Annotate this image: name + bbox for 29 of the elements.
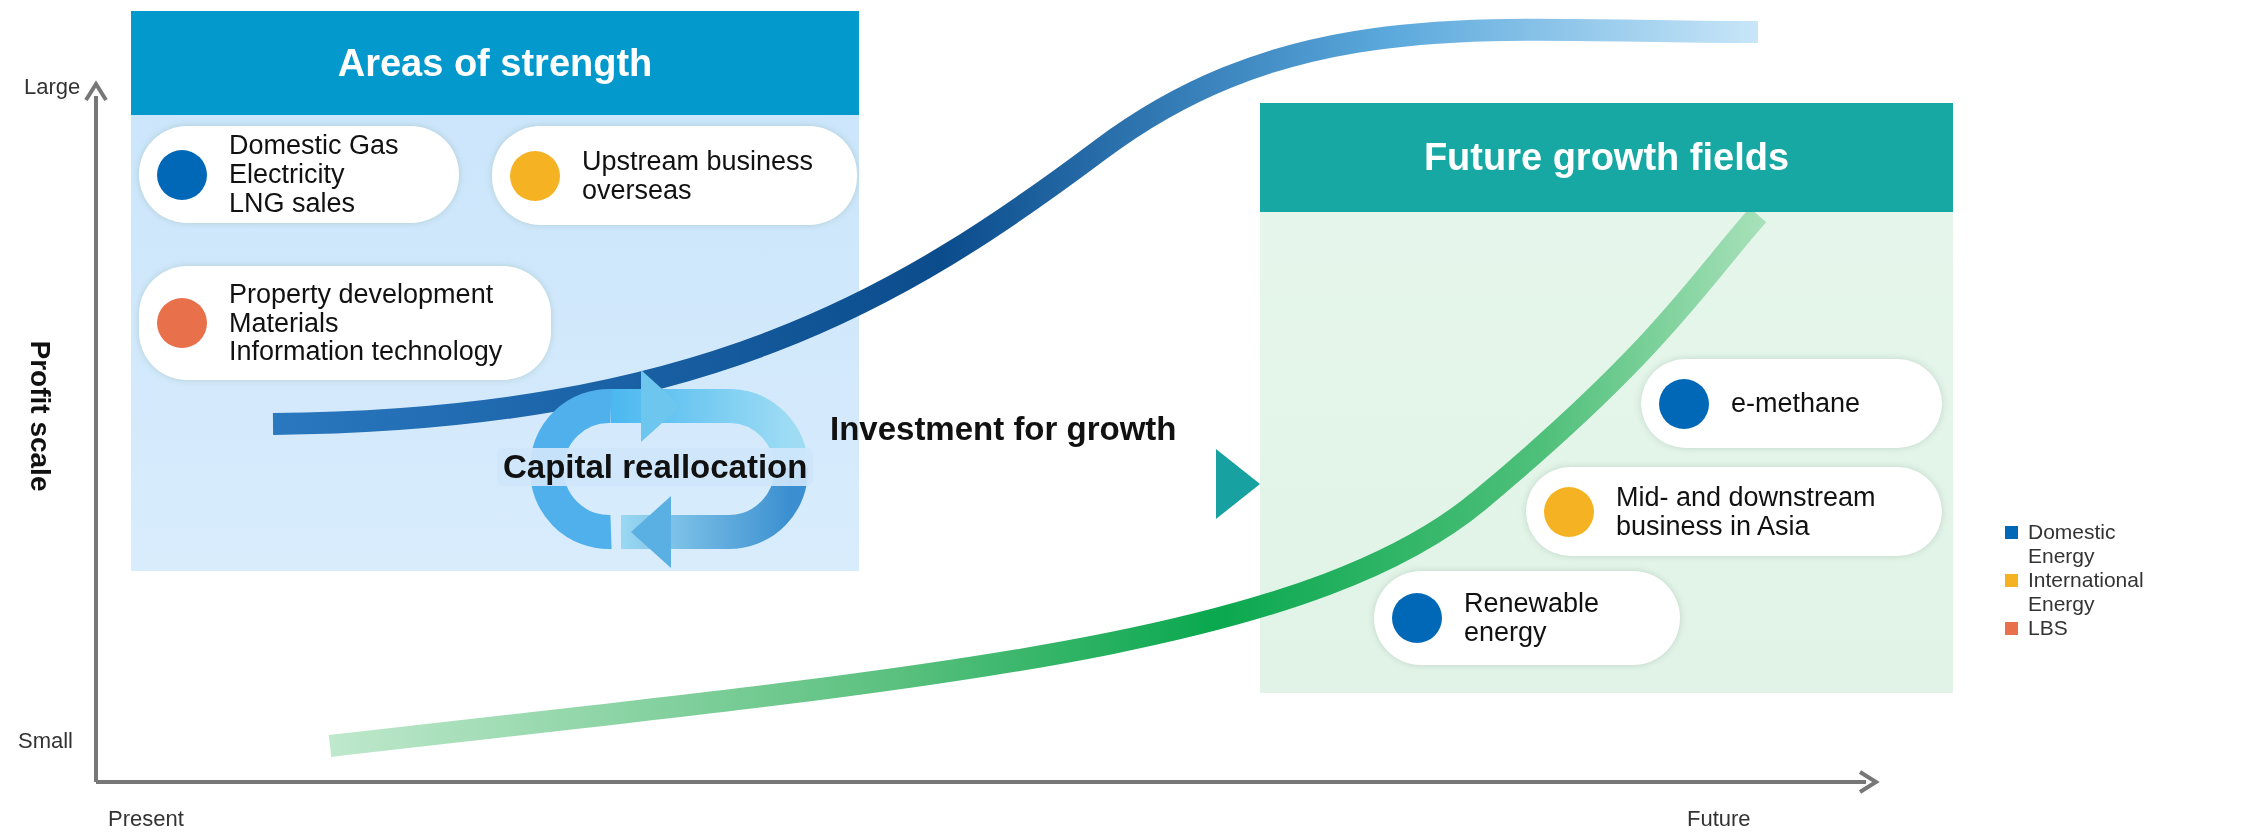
edge-label: Investment for growth — [830, 410, 1177, 448]
item-text: Domestic Gas — [229, 131, 399, 161]
item-card — [1374, 571, 1680, 665]
legend-text: Domestic Energy — [2028, 520, 2116, 568]
item-text: Electricity — [229, 160, 346, 189]
item-text: Materials — [229, 308, 339, 338]
section-header: Areas of strength — [131, 11, 859, 115]
item-card — [492, 126, 857, 225]
item-text: Property development — [229, 279, 495, 309]
axis-label: Present — [108, 806, 184, 832]
axis-title: Profit scale — [24, 339, 56, 494]
item-card — [1526, 467, 1942, 556]
axis-label: Small — [18, 728, 73, 754]
item-card — [139, 266, 551, 380]
cycle-label: Capital reallocation — [497, 448, 814, 486]
item-text: Information technology — [229, 337, 503, 367]
legend-text: LBS — [2028, 616, 2068, 640]
item-text: Upstream business overseas — [582, 146, 815, 205]
item-text: Mid- and downstream business in Asia — [1616, 482, 1877, 541]
panel — [1260, 103, 1953, 693]
item-card — [139, 126, 459, 223]
section-header: Future growth fields — [1260, 103, 1953, 212]
axis-label: Large — [24, 74, 81, 100]
item-text: Renewable energy — [1464, 589, 1601, 647]
axis-label: Future — [1687, 806, 1751, 832]
item-text: LNG sales — [229, 188, 357, 218]
item-text: e-methane — [1731, 389, 1861, 418]
legend-text: International Energy — [2028, 568, 2144, 616]
item-card — [1641, 359, 1942, 448]
